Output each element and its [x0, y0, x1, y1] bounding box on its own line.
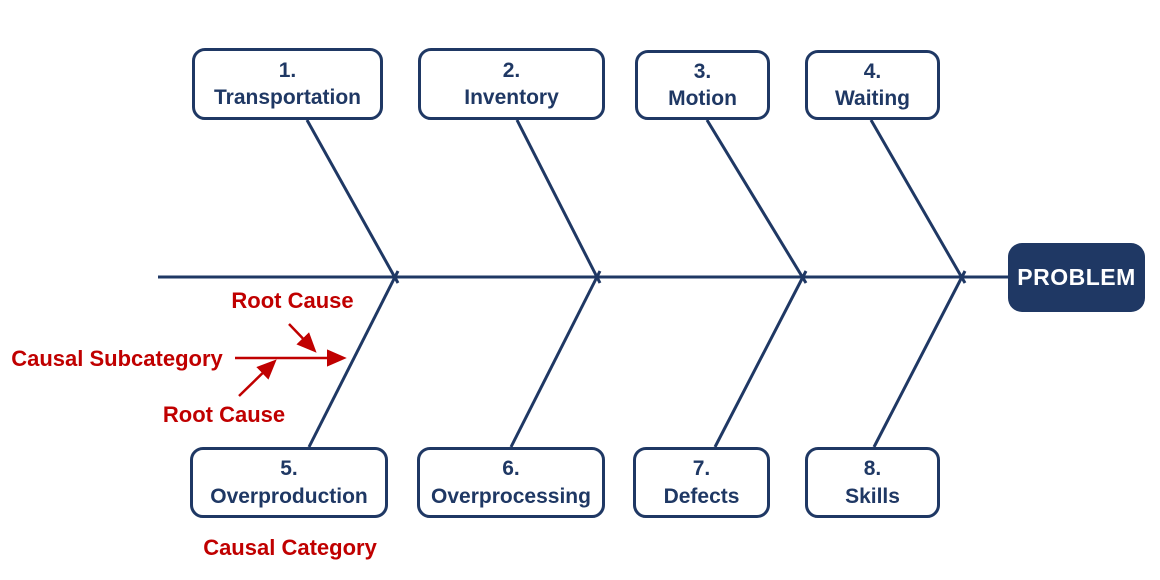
- category-label: Motion: [668, 87, 737, 110]
- bone-transportation: [305, 119, 400, 284]
- bone-skills: [872, 270, 967, 448]
- category-label: Skills: [845, 484, 900, 508]
- category-label: Transportation: [213, 86, 361, 109]
- category-number: 6.: [502, 457, 520, 481]
- category-box-inventory: 2. Inventory: [418, 48, 605, 120]
- category-number: 5.: [280, 457, 298, 481]
- bone-motion: [705, 119, 808, 284]
- causal-subcategory-label: Causal Subcategory: [11, 346, 223, 371]
- bone-overproduction: [307, 270, 400, 448]
- category-label: Waiting: [834, 87, 911, 110]
- category-box-overprocessing: 6. Overprocessing: [417, 447, 605, 518]
- category-box-defects: 7. Defects: [633, 447, 770, 518]
- category-number: 7.: [692, 457, 711, 481]
- category-box-motion: 3. Motion: [635, 50, 770, 120]
- category-label: Overproduction: [210, 484, 368, 508]
- root-cause-pointer-top: [288, 323, 317, 353]
- category-label: Overprocessing: [431, 484, 591, 508]
- causal-category-label: Causal Category: [203, 535, 377, 560]
- category-number: 4.: [863, 59, 882, 83]
- bone-overprocessing: [509, 270, 602, 448]
- bone-defects: [713, 270, 808, 448]
- category-box-waiting: 4. Waiting: [805, 50, 940, 120]
- problem-label: PROBLEM: [1017, 264, 1136, 290]
- bone-inventory: [515, 119, 602, 284]
- category-number: 2.: [502, 58, 521, 82]
- category-label: Defects: [663, 484, 740, 508]
- root-cause-label-bottom: Root Cause: [162, 402, 286, 427]
- category-label: Inventory: [464, 86, 559, 109]
- category-number: 1.: [278, 58, 297, 82]
- problem-box: PROBLEM: [1008, 243, 1145, 312]
- root-cause-label-top: Root Cause: [231, 288, 354, 313]
- category-box-overproduction: 5. Overproduction: [190, 447, 388, 518]
- category-box-transportation: 1. Transportation: [192, 48, 383, 120]
- category-box-skills: 8. Skills: [805, 447, 940, 518]
- category-number: 8.: [863, 457, 882, 481]
- root-cause-pointer-bottom: [238, 359, 277, 397]
- bone-waiting: [869, 119, 967, 284]
- category-number: 3.: [693, 59, 712, 83]
